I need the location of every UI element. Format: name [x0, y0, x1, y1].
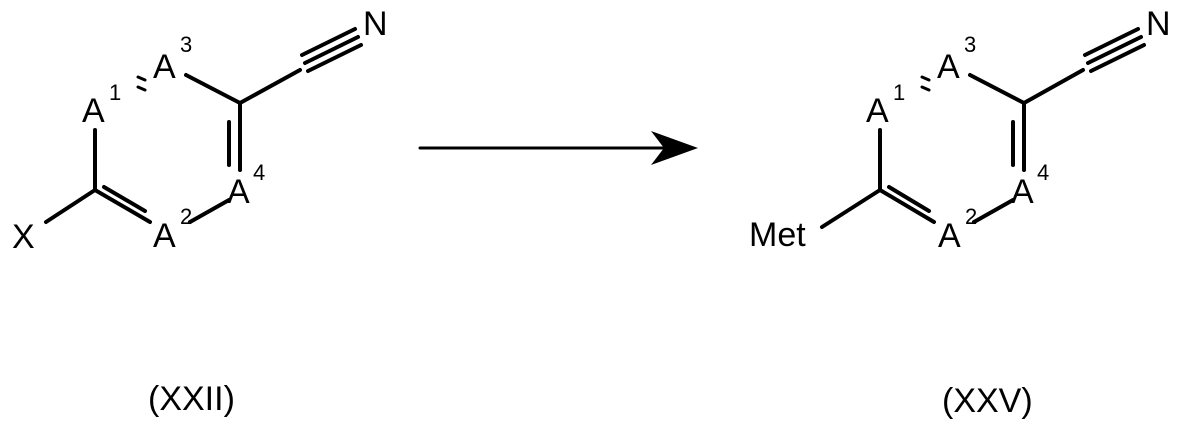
atom-n: N — [1146, 5, 1171, 43]
atom-met: Met — [749, 216, 806, 254]
atom-a1: A — [82, 92, 105, 130]
atom-a1-superscript: 1 — [893, 80, 905, 105]
atom-a3-superscript: 3 — [964, 32, 976, 57]
atom-a4-superscript: 4 — [253, 160, 265, 185]
atom-a4: A — [227, 173, 250, 211]
caption-xxv: (XXV) — [942, 382, 1033, 420]
atom-n: N — [363, 5, 388, 43]
atom-a3: A — [153, 48, 176, 86]
bond-a1-a3-dash — [138, 87, 145, 90]
molecule-xxv: A 1 A 3 A 4 A 2 Met N — [749, 5, 1171, 255]
bond-a3-c1 — [186, 75, 240, 103]
bond-a3-c1 — [970, 75, 1024, 103]
atom-a1-superscript: 1 — [109, 80, 121, 105]
atom-a4: A — [1011, 173, 1034, 211]
atom-a2: A — [938, 217, 961, 255]
bond-a2-c4-outer — [95, 190, 150, 222]
atom-a4-superscript: 4 — [1037, 160, 1049, 185]
bond-c4-met — [822, 190, 880, 227]
caption-xxii: (XXII) — [148, 380, 235, 418]
bond-a1-a3-dash — [922, 87, 929, 90]
bond-nitrile-single — [1024, 70, 1083, 103]
bond-c4-x — [46, 190, 95, 222]
bond-a2-c4-outer — [880, 190, 934, 222]
atom-a2-superscript: 2 — [180, 204, 192, 229]
atom-x: X — [12, 218, 35, 256]
atom-a1: A — [866, 92, 889, 130]
bond-a4-a2 — [190, 200, 229, 222]
atom-a2-superscript: 2 — [965, 204, 977, 229]
atom-a3: A — [937, 48, 960, 86]
right-arrow-icon — [420, 131, 698, 165]
bond-nitrile-single — [240, 70, 300, 103]
atom-a2: A — [153, 217, 176, 255]
bond-a4-a2 — [974, 200, 1013, 222]
bond-a1-a3-dash — [922, 77, 929, 80]
molecule-xxii: A 1 A 3 A 4 A 2 X N — [12, 5, 388, 256]
atom-a3-superscript: 3 — [180, 32, 192, 57]
bond-a1-a3-dash — [138, 77, 145, 80]
